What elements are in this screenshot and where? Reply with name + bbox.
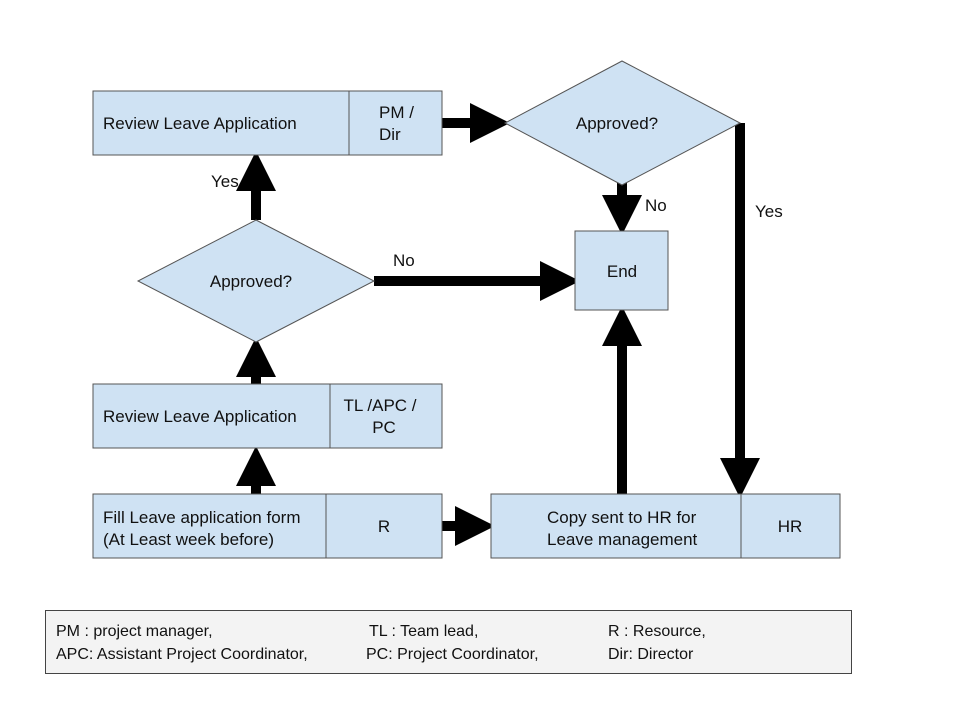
node-review-tl: Review Leave Application TL /APC / PC <box>92 383 443 449</box>
connectors <box>236 103 760 546</box>
node-copy-hr-role: HR <box>778 517 803 536</box>
node-review-tl-role-1: TL /APC / <box>343 396 416 415</box>
node-fill-form-role-box <box>325 493 443 559</box>
node-fill-form-label-1: Fill Leave application form <box>103 508 300 527</box>
node-review-pm-label: Review Leave Application <box>103 114 297 133</box>
legend-tl: TL : Team lead, <box>369 623 479 640</box>
legend-pm: PM : project manager, <box>56 623 213 640</box>
legend-apc: APC: Assistant Project Coordinator, <box>56 646 308 663</box>
node-review-tl-role-2: PC <box>372 418 396 437</box>
edge-label-approved-1-no: No <box>393 251 415 270</box>
node-review-pm-role-box <box>348 90 443 156</box>
legend-dir: Dir: Director <box>608 646 694 663</box>
legend-r: R : Resource, <box>608 623 706 640</box>
node-fill-form: Fill Leave application form (At Least we… <box>92 493 443 559</box>
edge-label-approved-2-no: No <box>645 196 667 215</box>
node-copy-hr-box <box>490 493 742 559</box>
edge-label-approved-2-yes: Yes <box>755 202 783 221</box>
node-review-tl-role-box <box>329 383 443 449</box>
node-end-label: End <box>607 262 637 281</box>
node-review-pm-role-2: Dir <box>379 125 401 144</box>
node-approved-2-label: Approved? <box>576 114 658 133</box>
node-approved-1-diamond <box>136 219 376 343</box>
node-approved-2: Approved? <box>503 60 742 186</box>
node-fill-form-role: R <box>378 517 390 536</box>
edge-label-approved-1-yes: Yes <box>211 172 239 191</box>
node-review-tl-label: Review Leave Application <box>103 407 297 426</box>
node-approved-1: Approved? <box>136 219 376 343</box>
node-copy-hr-label-2: Leave management <box>547 530 698 549</box>
node-review-tl-box <box>92 383 331 449</box>
node-approved-2-diamond <box>503 60 742 186</box>
node-approved-1-label: Approved? <box>210 272 292 291</box>
node-copy-hr: Copy sent to HR for Leave management HR <box>490 493 841 559</box>
legend: PM : project manager, TL : Team lead, R … <box>45 610 852 674</box>
node-end-box <box>574 230 669 311</box>
node-fill-form-label-2: (At Least week before) <box>103 530 274 549</box>
node-review-pm-box <box>92 90 350 156</box>
legend-pc: PC: Project Coordinator, <box>366 646 539 663</box>
node-review-pm: Review Leave Application PM / Dir <box>92 90 443 156</box>
node-end: End <box>574 230 669 311</box>
node-copy-hr-role-box <box>740 493 841 559</box>
node-review-pm-role-1: PM / <box>379 103 414 122</box>
node-copy-hr-label-1: Copy sent to HR for <box>547 508 697 527</box>
